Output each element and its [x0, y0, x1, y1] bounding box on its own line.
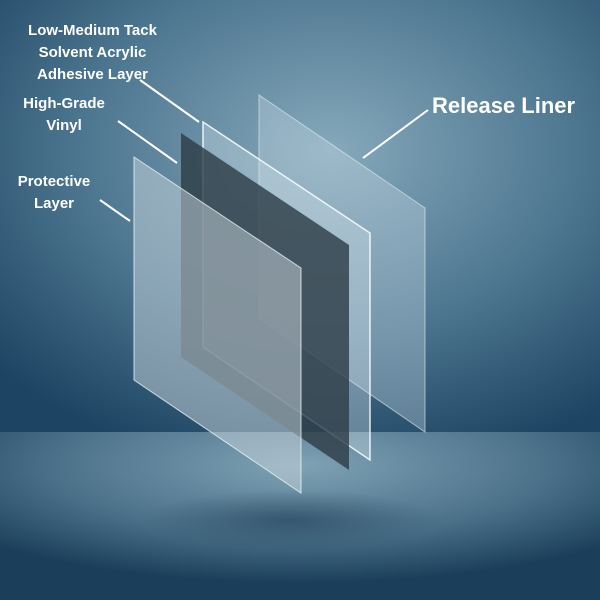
adhesive-pointer-line: [139, 79, 200, 123]
vinyl-label-line-2: Vinyl: [46, 117, 82, 134]
protective-layer-label: Protective Layer: [8, 171, 100, 215]
adhesive-label-line-1: Low-Medium Tack: [28, 22, 157, 39]
release-liner-label: Release Liner: [432, 93, 576, 118]
vinyl-pointer-line: [117, 120, 178, 164]
floor-shadow: [140, 490, 440, 550]
release-pointer-line: [362, 109, 429, 159]
adhesive-layer-label: Low-Medium Tack Solvent Acrylic Adhesive…: [10, 20, 175, 86]
protective-pointer-line: [99, 199, 131, 222]
adhesive-label-line-3: Adhesive Layer: [37, 66, 148, 83]
vinyl-layer-label: High-Grade Vinyl: [10, 93, 118, 137]
protective-label-line-2: Layer: [33, 195, 75, 212]
vinyl-label-line-1: High-Grade: [23, 95, 105, 112]
adhesive-label-line-2: Solvent Acrylic: [38, 44, 147, 61]
protective-label-line-1: Protective: [17, 173, 91, 190]
protective-layer-panel: [133, 156, 302, 494]
